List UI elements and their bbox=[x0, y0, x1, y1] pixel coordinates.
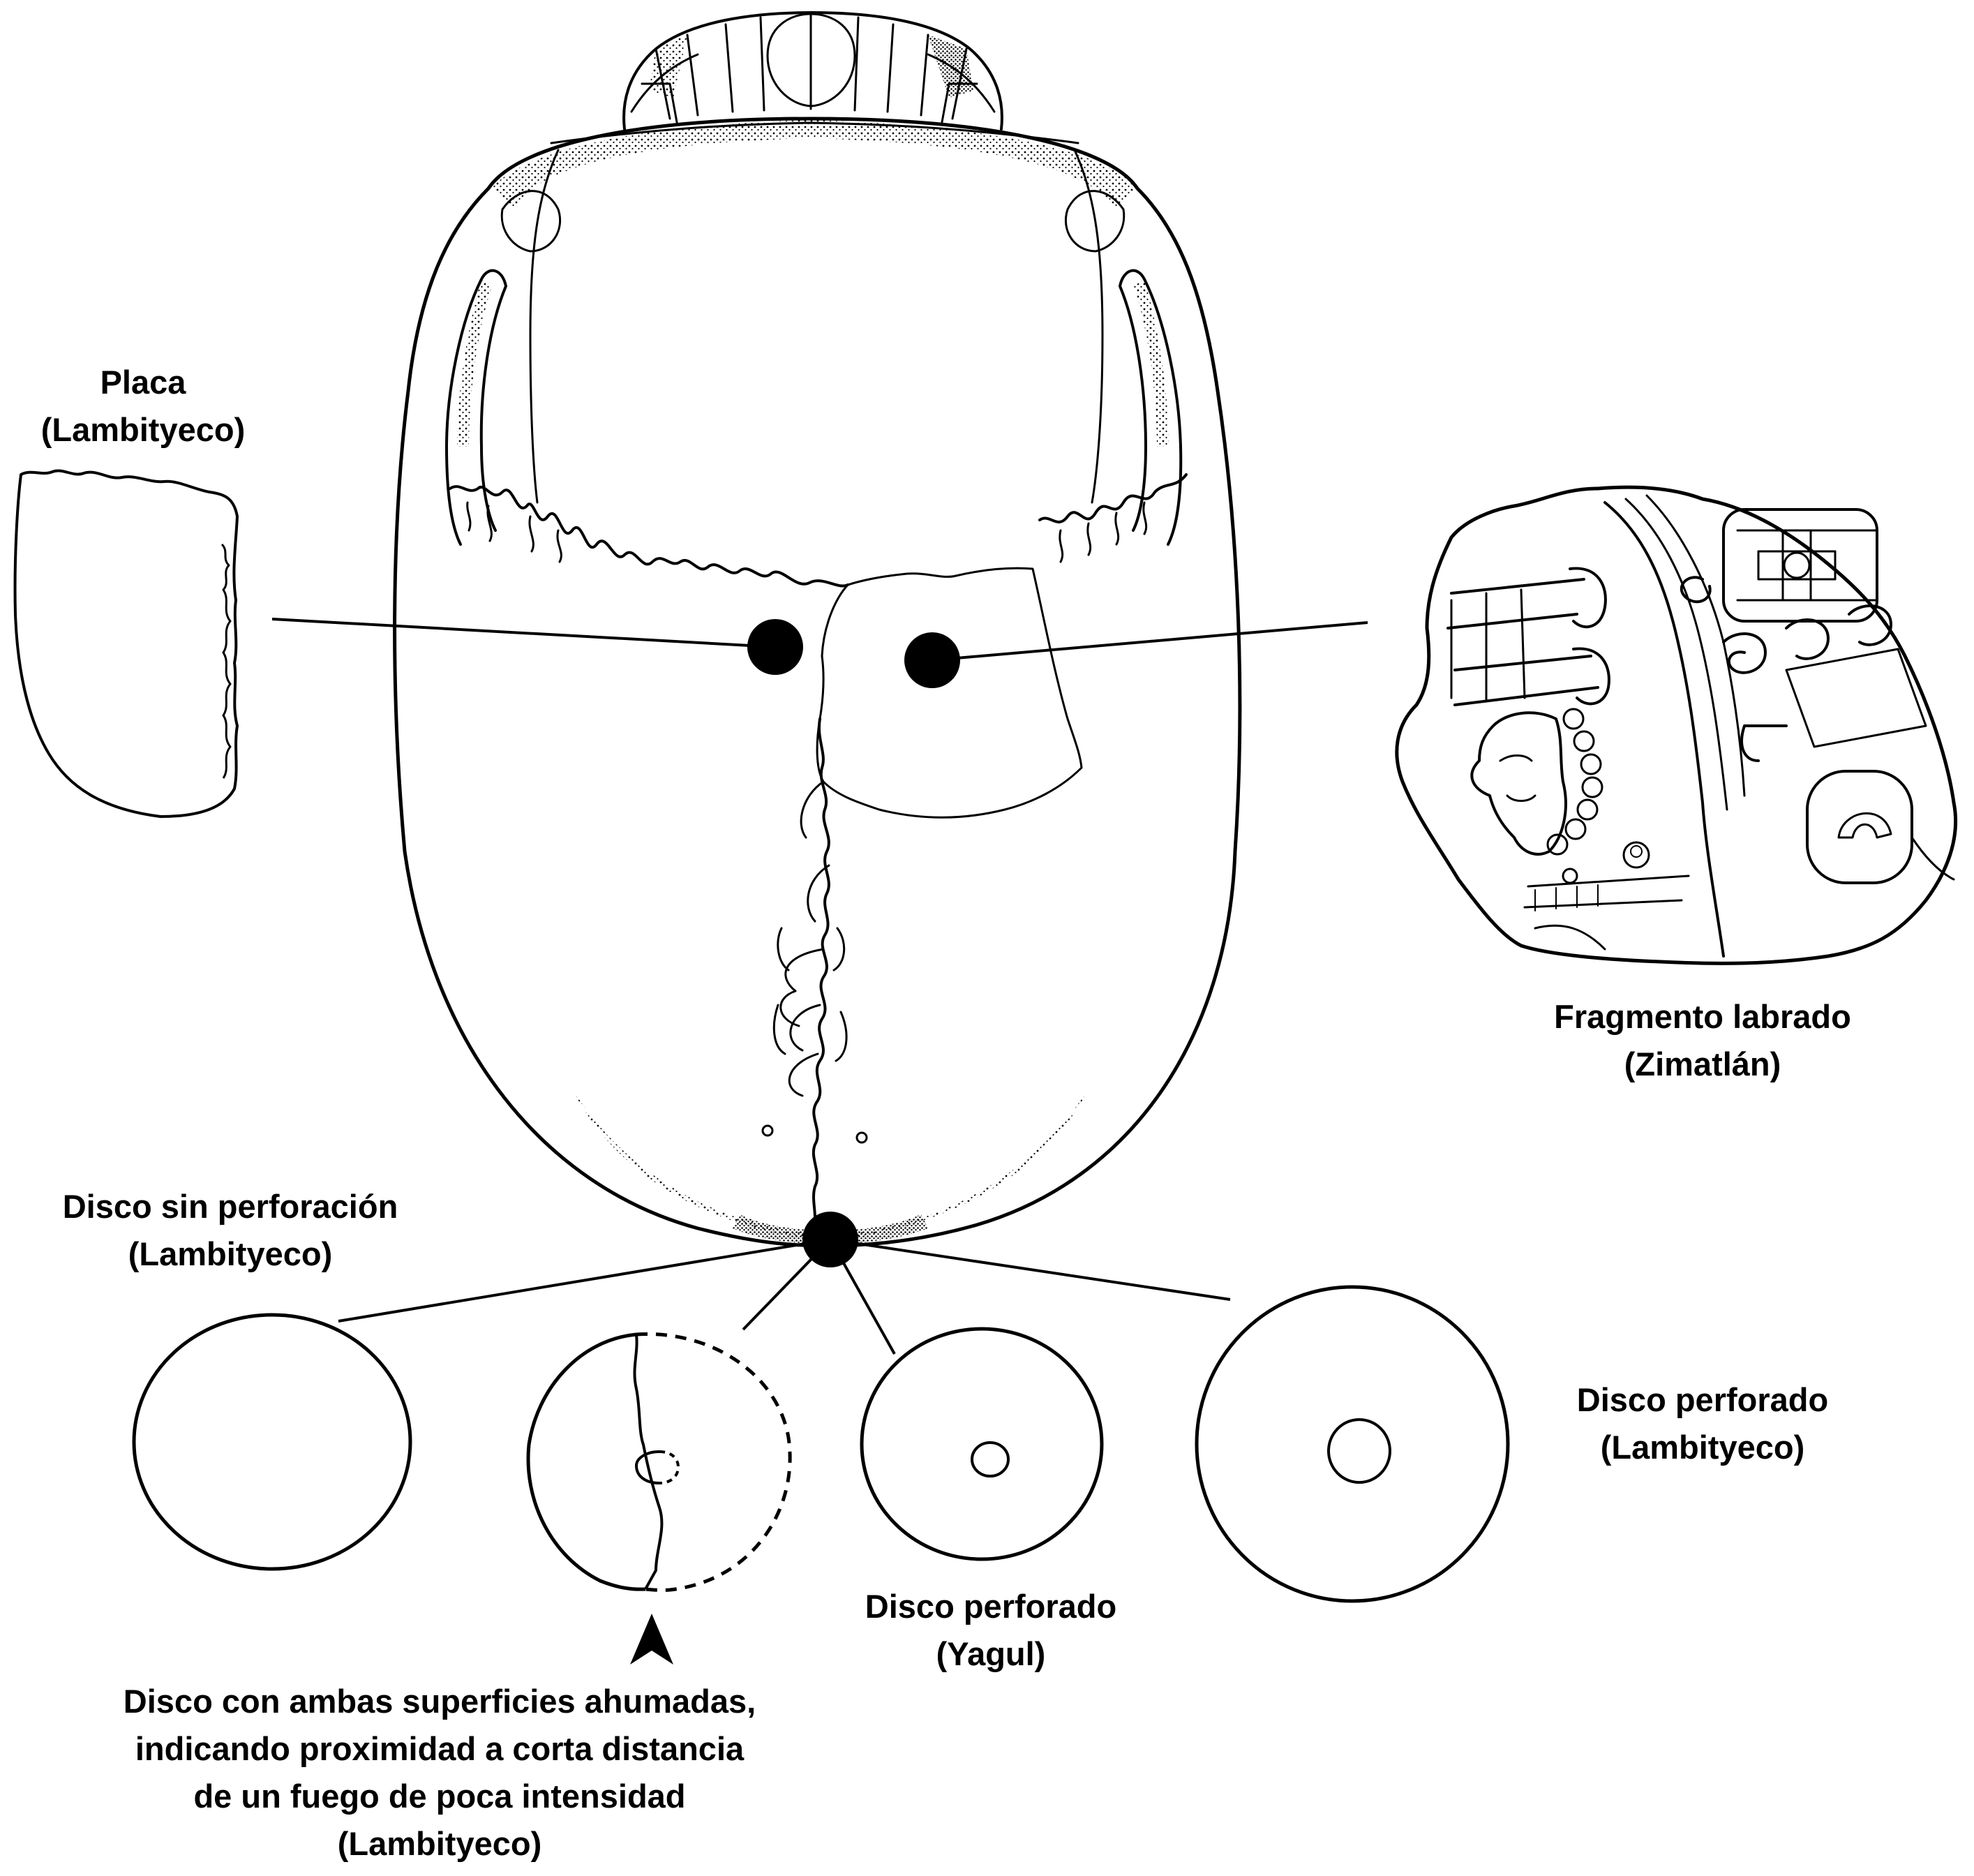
marker-dots bbox=[747, 619, 960, 1267]
sagittal-suture bbox=[814, 719, 829, 1228]
leader-disco-yagul bbox=[830, 1240, 895, 1354]
label-disco-lambityeco-title: Disco perforado bbox=[1521, 1376, 1884, 1424]
leader-fragmento bbox=[932, 623, 1368, 660]
discs bbox=[134, 1287, 1508, 1601]
disc-perforado-yagul bbox=[862, 1329, 1102, 1559]
label-fragmento: Fragmento labrado (Zimatlán) bbox=[1486, 993, 1919, 1088]
label-disco-perforado-lambityeco: Disco perforado (Lambityeco) bbox=[1521, 1376, 1884, 1471]
leader-placa bbox=[272, 619, 775, 647]
disc-yagul-hole bbox=[972, 1443, 1008, 1476]
label-placa: Placa (Lambityeco) bbox=[3, 359, 283, 454]
label-disco-ahumado-line3: de un fuego de poca intensidad bbox=[14, 1773, 865, 1820]
label-disco-perforado-yagul: Disco perforado (Yagul) bbox=[809, 1583, 1172, 1678]
carved-fragment bbox=[1397, 487, 1956, 963]
label-disco-sin: Disco sin perforación (Lambityeco) bbox=[7, 1183, 454, 1278]
label-fragmento-title: Fragmento labrado bbox=[1486, 993, 1919, 1041]
disc-lambityeco-hole bbox=[1329, 1420, 1390, 1482]
label-disco-ahumado-line1: Disco con ambas superficies ahumadas, bbox=[14, 1678, 865, 1725]
skull-drawing bbox=[395, 13, 1240, 1246]
label-disco-ahumado-line2: indicando proximidad a corta distancia bbox=[14, 1725, 865, 1773]
label-placa-site: (Lambityeco) bbox=[3, 406, 283, 454]
label-fragmento-site: (Zimatlán) bbox=[1486, 1041, 1919, 1088]
label-disco-lambityeco-site: (Lambityeco) bbox=[1521, 1424, 1884, 1471]
label-disco-sin-title: Disco sin perforación bbox=[7, 1183, 454, 1230]
label-placa-title: Placa bbox=[3, 359, 283, 406]
disc-sin-perforacion bbox=[134, 1315, 410, 1569]
carved-glyph-block bbox=[1723, 509, 1877, 621]
plaque-fragment bbox=[15, 470, 237, 817]
disc-perforado-lambityeco bbox=[1197, 1287, 1508, 1601]
label-disco-yagul-site: (Yagul) bbox=[809, 1630, 1172, 1678]
disc-ahumado bbox=[528, 1334, 790, 1590]
arrowhead-up-icon bbox=[630, 1614, 673, 1665]
label-disco-sin-site: (Lambityeco) bbox=[7, 1230, 454, 1278]
carved-face-profile bbox=[1472, 713, 1566, 854]
label-disco-ahumado-line4: (Lambityeco) bbox=[14, 1820, 865, 1868]
carved-fragment-outline bbox=[1397, 487, 1956, 963]
leader-disco-lambityeco bbox=[830, 1240, 1230, 1300]
bone-flap-outline bbox=[817, 568, 1082, 817]
coronal-suture bbox=[450, 486, 848, 586]
label-disco-ahumado: Disco con ambas superficies ahumadas, in… bbox=[14, 1678, 865, 1868]
label-disco-yagul-title: Disco perforado bbox=[809, 1583, 1172, 1630]
